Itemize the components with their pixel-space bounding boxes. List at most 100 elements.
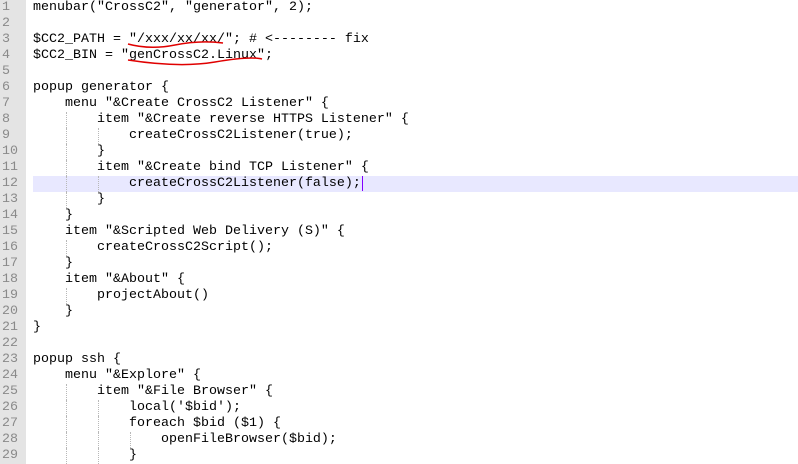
code-line[interactable]: 17 } [0,256,798,272]
code-line[interactable]: 18 item "&About" { [0,272,798,288]
line-number: 25 [0,384,26,400]
line-number: 7 [0,96,26,112]
line-number: 11 [0,160,26,176]
indent-guide [66,384,67,400]
line-number: 27 [0,416,26,432]
code-text: createCrossC2Script(); [33,240,273,255]
code-text: createCrossC2Listener(true); [33,128,353,143]
current-line-highlight [33,176,798,192]
indent-guide [66,112,67,128]
indent-guide [66,432,67,448]
code-text: } [33,304,73,319]
line-number: 16 [0,240,26,256]
code-line[interactable]: 26 local('$bid'); [0,400,798,416]
code-text: item "&Create reverse HTTPS Listener" { [33,112,409,127]
code-line[interactable]: 9 createCrossC2Listener(true); [0,128,798,144]
code-line[interactable]: 10 } [0,144,798,160]
code-line[interactable]: 3 $CC2_PATH = "/xxx/xx/xx/"; # <-------- … [0,32,798,48]
code-text: item "&Scripted Web Delivery (S)" { [33,224,345,239]
code-line[interactable]: 4$CC2_BIN = "genCrossC2.Linux"; [0,48,798,64]
line-number: 8 [0,112,26,128]
indent-guide [66,144,67,160]
code-text: openFileBrowser($bid); [33,432,337,447]
indent-guide [66,128,67,144]
code-text: popup generator { [33,80,169,95]
code-text: projectAbout() [33,288,209,303]
code-line[interactable]: 29 } [0,448,798,464]
indent-guide [66,176,67,192]
code-line[interactable]: 8 item "&Create reverse HTTPS Listener" … [0,112,798,128]
line-number: 1 [0,0,26,16]
code-line[interactable]: 28 openFileBrowser($bid); [0,432,798,448]
code-text: menubar("CrossC2", "generator", 2); [33,0,313,15]
line-number: 28 [0,432,26,448]
indent-guide [66,240,67,256]
line-number: 13 [0,192,26,208]
line-number: 23 [0,352,26,368]
line-number: 6 [0,80,26,96]
code-line[interactable]: 22 [0,336,798,352]
code-line[interactable]: 19 projectAbout() [0,288,798,304]
code-line[interactable]: 13 } [0,192,798,208]
indent-guide [66,160,67,176]
indent-guide [98,432,99,448]
line-number: 19 [0,288,26,304]
line-number: 26 [0,400,26,416]
code-text: foreach $bid ($1) { [33,416,281,431]
line-number: 12 [0,176,26,192]
indent-guide [66,400,67,416]
indent-guide [130,432,131,448]
line-number: 29 [0,448,26,464]
code-text: item "&Create bind TCP Listener" { [33,160,369,175]
code-text: } [33,448,137,463]
code-line[interactable]: 1 menubar("CrossC2", "generator", 2); [0,0,798,16]
code-text: menu "&Explore" { [33,368,201,383]
line-number: 17 [0,256,26,272]
code-text: item "&File Browser" { [33,384,273,399]
code-text: } [33,192,105,207]
code-text: item "&About" { [33,272,185,287]
code-text: $CC2_BIN = "genCrossC2.Linux"; [33,48,273,63]
line-number: 22 [0,336,26,352]
code-line[interactable]: 15 item "&Scripted Web Delivery (S)" { [0,224,798,240]
indent-guide [98,128,99,144]
code-text: createCrossC2Listener(false); [33,176,361,191]
code-line[interactable]: 2 [0,16,798,32]
code-line[interactable]: 12 createCrossC2Listener(false); [0,176,798,192]
code-line[interactable]: 24 menu "&Explore" { [0,368,798,384]
line-number: 24 [0,368,26,384]
text-caret [362,176,363,191]
line-number: 2 [0,16,26,32]
code-text: menu "&Create CrossC2 Listener" { [33,96,329,111]
line-number: 9 [0,128,26,144]
indent-guide [98,400,99,416]
code-line[interactable]: 21} [0,320,798,336]
line-number: 14 [0,208,26,224]
line-number: 18 [0,272,26,288]
code-line[interactable]: 25 item "&File Browser" { [0,384,798,400]
line-number: 20 [0,304,26,320]
code-line[interactable]: 23 popup ssh { [0,352,798,368]
line-number: 3 [0,32,26,48]
code-text: } [33,144,105,159]
indent-guide [98,176,99,192]
line-number: 5 [0,64,26,80]
code-line[interactable]: 16 createCrossC2Script(); [0,240,798,256]
code-text: $CC2_PATH = "/xxx/xx/xx/"; # <-------- f… [33,32,369,47]
code-line[interactable]: 6 popup generator { [0,80,798,96]
line-number: 10 [0,144,26,160]
code-text: popup ssh { [33,352,121,367]
indent-guide [66,416,67,432]
code-line[interactable]: 20 } [0,304,798,320]
code-line[interactable]: 27 foreach $bid ($1) { [0,416,798,432]
code-line[interactable]: 7 menu "&Create CrossC2 Listener" { [0,96,798,112]
indent-guide [98,416,99,432]
code-line[interactable]: 11 item "&Create bind TCP Listener" { [0,160,798,176]
indent-guide [66,192,67,208]
code-line[interactable]: 14 } [0,208,798,224]
indent-guide [66,288,67,304]
line-number: 15 [0,224,26,240]
code-text: } [33,320,41,335]
code-line[interactable]: 5 [0,64,798,80]
